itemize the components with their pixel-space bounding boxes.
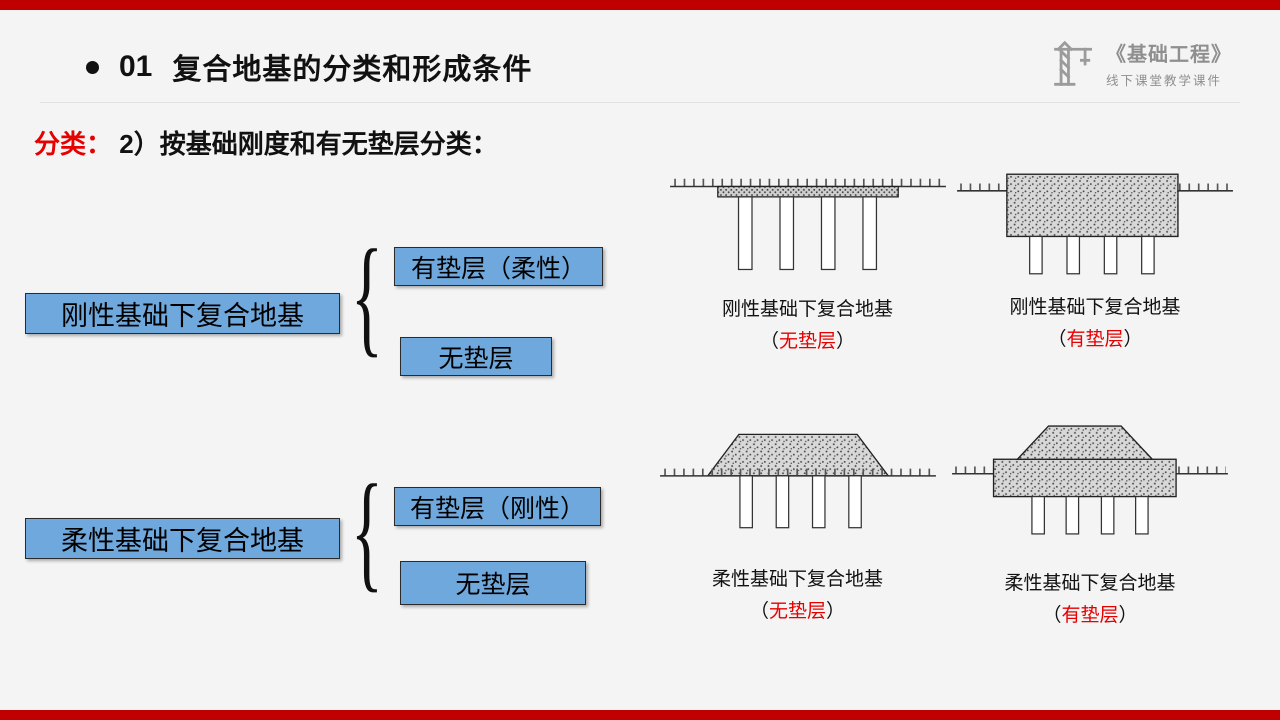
logo-text: 《基础工程》 线下课堂教学课件 — [1106, 38, 1232, 89]
top-accent-bar — [0, 0, 1280, 10]
figure-flexible-no-cushion: 柔性基础下复合地基 （无垫层） — [645, 428, 950, 623]
tree-child-flexible-no-cushion: 无垫层 — [400, 561, 586, 605]
rigid-no-cushion-diagram — [669, 178, 946, 271]
paren-close: ） — [1123, 329, 1143, 350]
variant-red-text: 无垫层 — [778, 331, 836, 352]
variant-red-text: 有垫层 — [1066, 329, 1124, 350]
pile-group — [737, 196, 877, 271]
figure-caption: 柔性基础下复合地基 — [711, 569, 883, 590]
tree-root-flexible: 柔性基础下复合地基 — [25, 518, 340, 559]
variant-red-text: 有垫层 — [1061, 605, 1119, 626]
pile — [1065, 495, 1080, 535]
tree-child-rigid-no-cushion: 无垫层 — [400, 337, 552, 376]
pile — [811, 475, 826, 529]
bullet-icon — [86, 60, 99, 74]
figure-variant: （有垫层） — [945, 600, 1235, 627]
header-divider — [40, 102, 1240, 103]
figure-rigid-with-cushion: 刚性基础下复合地基 （有垫层） — [950, 172, 1240, 351]
paren-close: ） — [836, 331, 856, 352]
pile — [738, 475, 753, 529]
brand-logo: 《基础工程》 线下课堂教学课件 — [1050, 38, 1232, 89]
figure-caption: 刚性基础下复合地基 — [721, 299, 893, 320]
rigid-with-cushion-diagram — [957, 173, 1233, 275]
paren-open: （ — [1042, 605, 1062, 626]
embankment — [1015, 425, 1154, 460]
pile — [820, 196, 836, 271]
lead-text: 2）按基础刚度和有无垫层分类： — [119, 129, 498, 159]
pile-group — [738, 475, 862, 529]
pile — [1066, 235, 1081, 275]
slide-header: 01 复合地基的分类和形成条件 — [86, 46, 532, 88]
tree-root-rigid: 刚性基础下复合地基 — [25, 293, 340, 334]
brace-flexible: { — [350, 458, 383, 604]
variant-red-text: 无垫层 — [768, 601, 826, 622]
figure-flexible-with-cushion: 柔性基础下复合地基 （有垫层） — [945, 424, 1235, 627]
section-number: 01 — [119, 50, 153, 83]
figure-variant: （有垫层） — [950, 324, 1240, 351]
pile — [778, 196, 794, 271]
paren-open: （ — [759, 331, 779, 352]
paren-open: （ — [749, 601, 769, 622]
page-title: 复合地基的分类和形成条件 — [172, 54, 533, 86]
pile — [861, 196, 877, 271]
figure-variant: （无垫层） — [645, 596, 950, 623]
pile — [1135, 495, 1149, 535]
crane-icon — [1054, 40, 1092, 86]
bottom-accent-bar — [0, 710, 1280, 720]
pile — [737, 196, 753, 271]
lead-line: 分类： 2）按基础刚度和有无垫层分类： — [34, 124, 498, 161]
pile-group — [1029, 235, 1155, 275]
figure-rigid-no-cushion: 刚性基础下复合地基 （无垫层） — [655, 178, 960, 353]
logo-title: 《基础工程》 — [1106, 44, 1232, 66]
rigid-foundation-block — [1006, 173, 1179, 238]
pile-group — [1031, 495, 1149, 535]
pile — [847, 475, 862, 529]
pile — [1103, 235, 1118, 275]
flexible-with-cushion-diagram — [952, 425, 1228, 535]
figure-caption: 柔性基础下复合地基 — [1004, 573, 1176, 594]
pile — [1141, 235, 1155, 275]
pile — [1031, 495, 1045, 535]
paren-open: （ — [1047, 329, 1067, 350]
rigid-foundation-slab — [716, 185, 899, 198]
tree-child-flexible-with-cushion: 有垫层（刚性） — [394, 487, 601, 526]
figure-caption: 刚性基础下复合地基 — [1009, 297, 1181, 318]
lead-label: 分类： — [34, 129, 113, 159]
pile — [775, 475, 789, 529]
brace-rigid: { — [350, 223, 383, 369]
logo-subtitle: 线下课堂教学课件 — [1106, 74, 1223, 88]
tree-child-rigid-with-cushion: 有垫层（柔性） — [394, 247, 603, 286]
flexible-no-cushion-diagram — [659, 433, 936, 529]
figure-variant: （无垫层） — [655, 326, 960, 353]
paren-close: ） — [826, 601, 846, 622]
paren-close: ） — [1118, 605, 1138, 626]
cushion-layer — [992, 458, 1177, 498]
pile — [1100, 495, 1115, 535]
pile — [1029, 235, 1043, 275]
